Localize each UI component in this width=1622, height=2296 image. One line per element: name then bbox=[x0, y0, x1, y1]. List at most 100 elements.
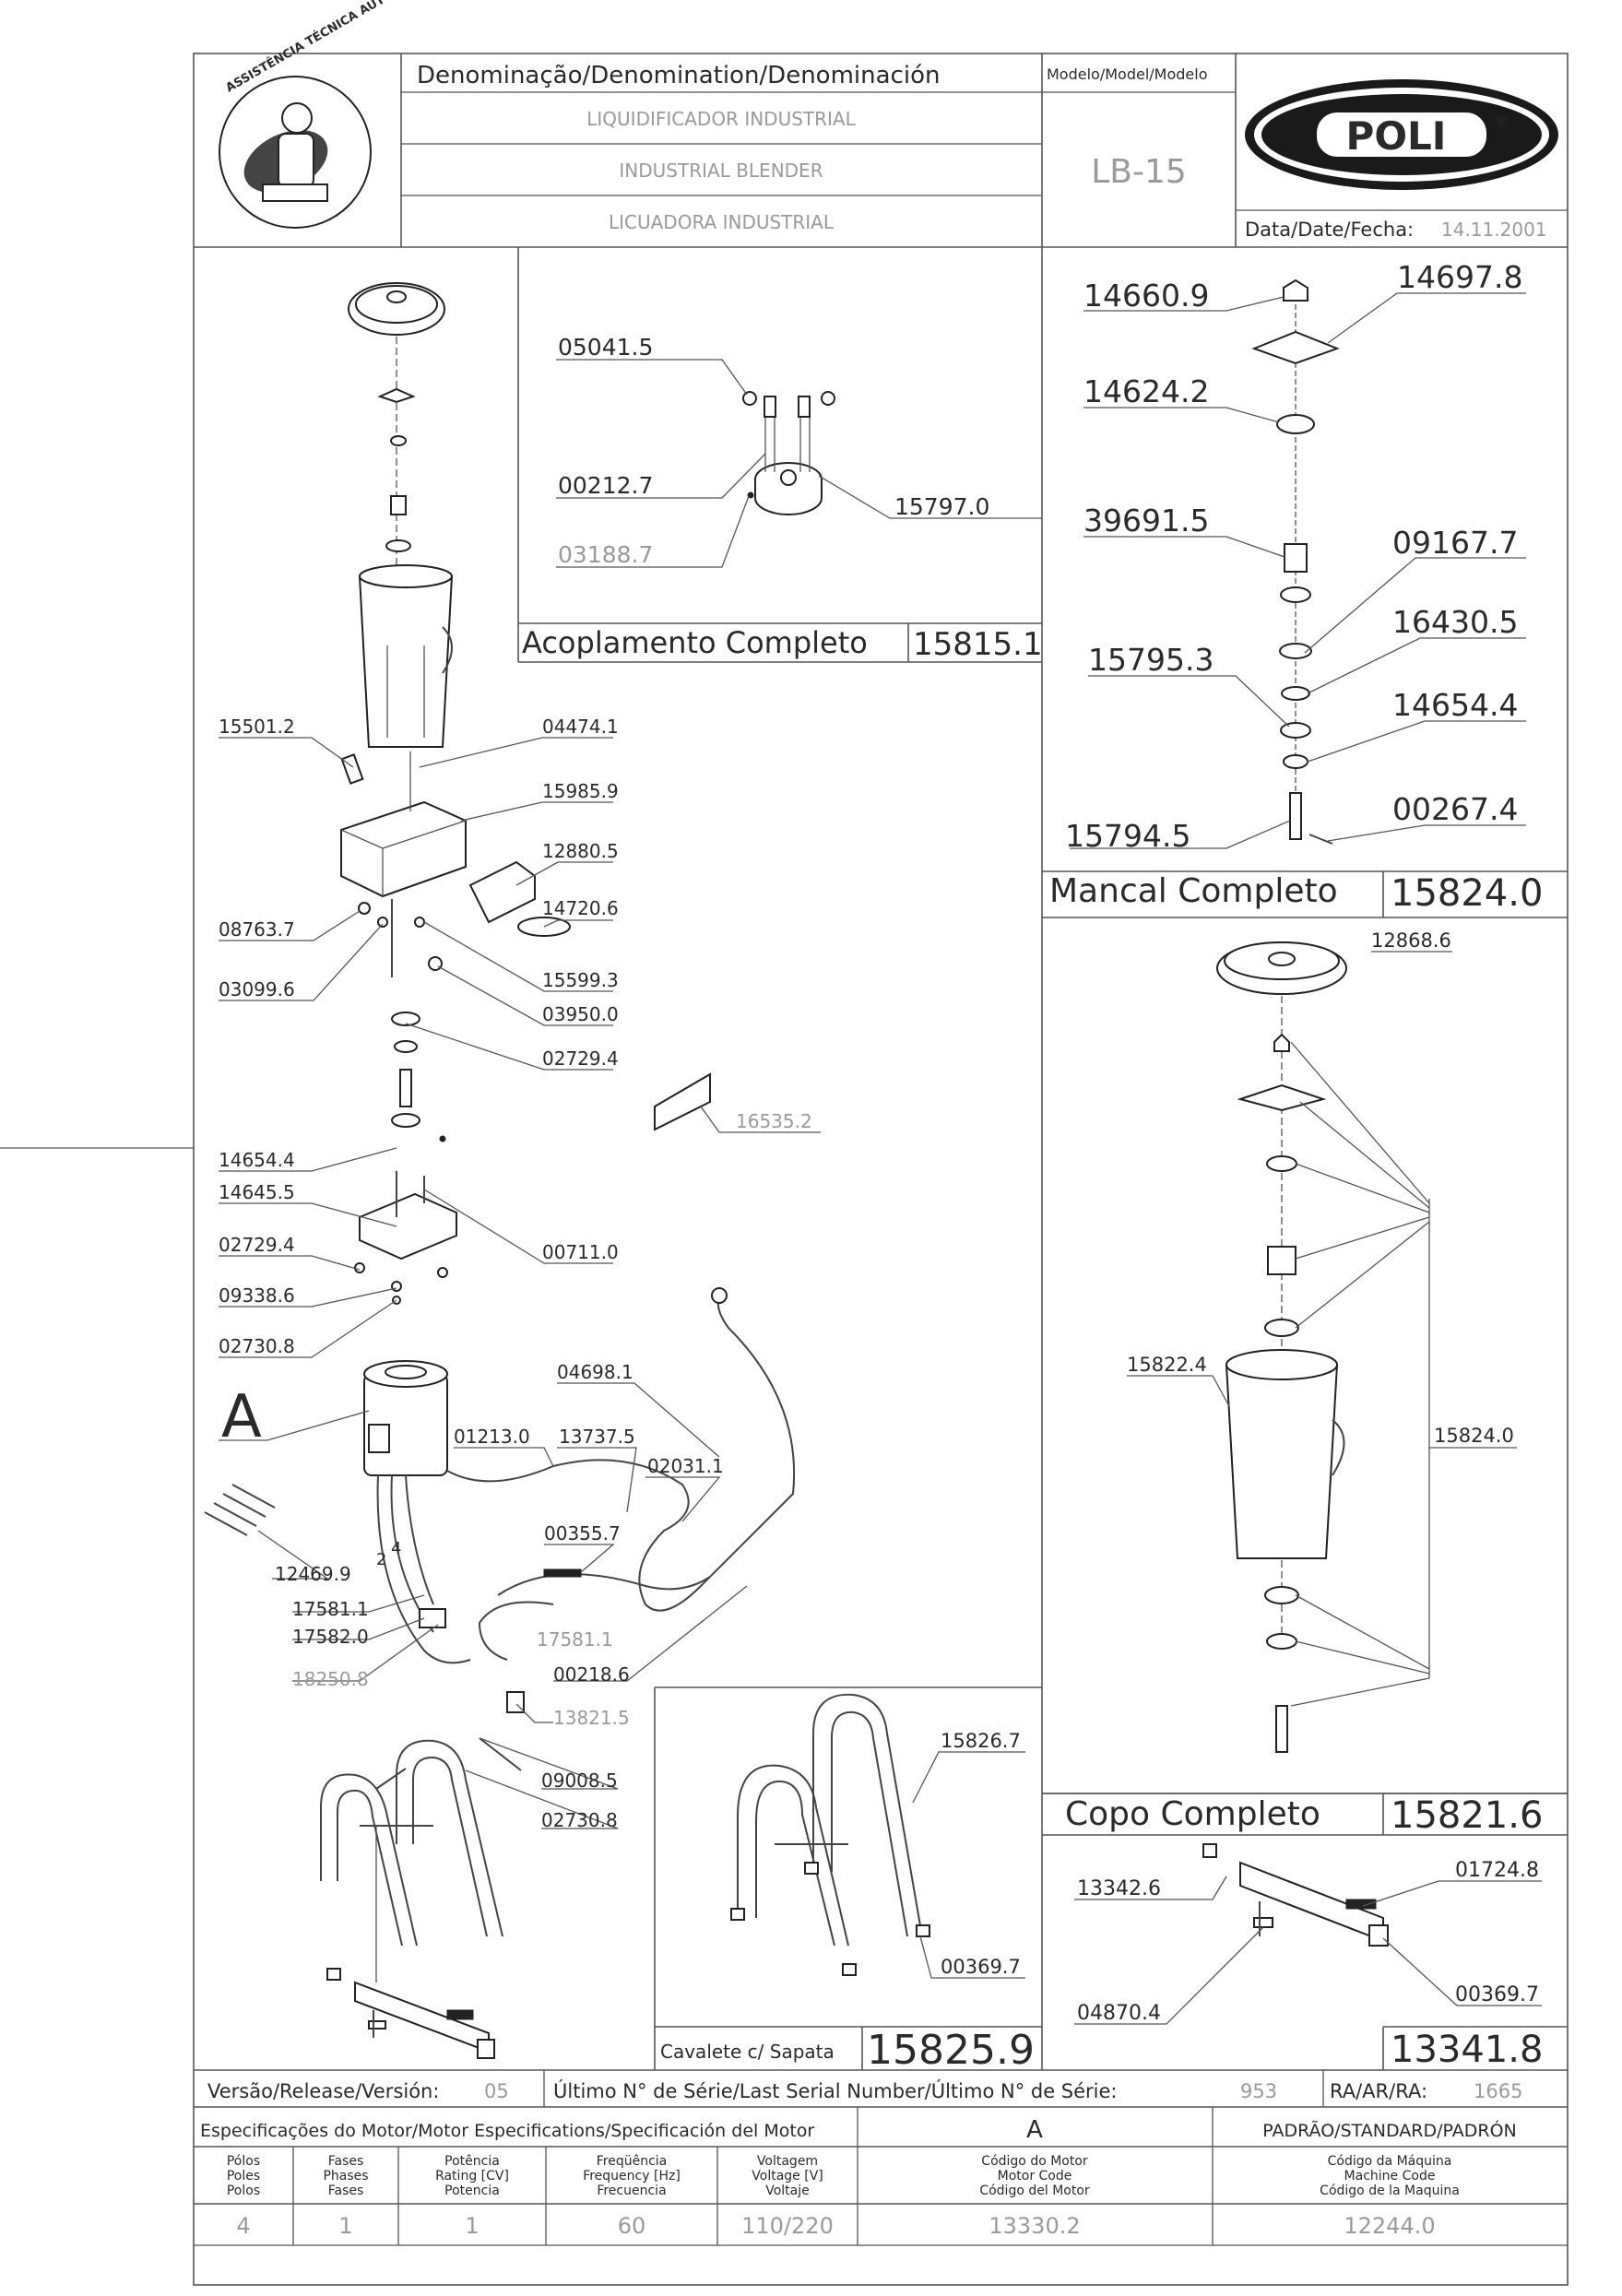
part-15797-0: 15797.0 bbox=[894, 493, 989, 520]
standard-label: PADRÃO/STANDARD/PADRÓN bbox=[1262, 2119, 1517, 2141]
base-code: 13341.8 bbox=[1391, 2029, 1543, 2071]
serial-label: Último N° de Série/Last Serial Number/Úl… bbox=[553, 2079, 1118, 2102]
part-17581-1: 17581.1 bbox=[292, 1598, 369, 1620]
part-00212-7: 00212.7 bbox=[558, 472, 653, 499]
col-machine-code-value: 12244.0 bbox=[1344, 2213, 1435, 2239]
col-rating-value: 1 bbox=[465, 2213, 479, 2239]
part-02730-8-lower: 02730.8 bbox=[541, 1809, 618, 1831]
mancal-drawing bbox=[1070, 278, 1526, 849]
part-17581-1-grey: 17581.1 bbox=[537, 1628, 613, 1651]
part-14645-5: 14645.5 bbox=[219, 1181, 295, 1203]
part-09338-6: 09338.6 bbox=[219, 1284, 295, 1307]
col-motor-code-line-3: Código del Motor bbox=[979, 2184, 1090, 2198]
col-rating-line-1: Potência bbox=[444, 2154, 500, 2169]
part-15795-3: 15795.3 bbox=[1088, 642, 1214, 678]
part-14720-6: 14720.6 bbox=[542, 897, 619, 919]
part-14624-2: 14624.2 bbox=[1083, 373, 1209, 409]
main-exploded-drawing bbox=[204, 282, 821, 2059]
part-09167-7: 09167.7 bbox=[1392, 525, 1518, 561]
part-13737-5: 13737.5 bbox=[559, 1426, 635, 1448]
model-value: LB-15 bbox=[1091, 153, 1187, 191]
col-rating-line-2: Rating [CV] bbox=[435, 2169, 509, 2184]
part-02031-1: 02031.1 bbox=[647, 1455, 724, 1477]
col-voltage-line-3: Voltaje bbox=[765, 2184, 810, 2198]
mancal-title: Mancal Completo bbox=[1049, 872, 1338, 910]
col-frequency-line-2: Frequency [Hz] bbox=[583, 2169, 681, 2184]
part-14697-8: 14697.8 bbox=[1397, 259, 1522, 295]
product-name-pt: LIQUIDIFICADOR INDUSTRIAL bbox=[586, 108, 856, 130]
logo-ring-text: ASSISTÊNCIA TÉCNICA AUTORIZADA bbox=[223, 0, 440, 95]
wire-number-4: 4 bbox=[391, 1539, 401, 1558]
col-frequency-value: 60 bbox=[618, 2213, 646, 2239]
col-frequency-line-1: Freqüência bbox=[597, 2154, 668, 2169]
part-00369-7-base: 00369.7 bbox=[1455, 1983, 1539, 2006]
part-00218-6: 00218.6 bbox=[553, 1663, 630, 1686]
col-machine-code-line-2: Machine Code bbox=[1344, 2169, 1436, 2184]
part-18250-8: 18250.8 bbox=[292, 1668, 369, 1690]
date-label: Data/Date/Fecha: bbox=[1245, 219, 1414, 241]
col-poles-line-3: Polos bbox=[227, 2184, 260, 2198]
col-phases-line-2: Phases bbox=[323, 2169, 368, 2184]
part-00355-7: 00355.7 bbox=[544, 1522, 621, 1544]
part-39691-5: 39691.5 bbox=[1083, 503, 1209, 538]
motor-letter: A bbox=[1026, 2116, 1043, 2144]
acoplamento-title: Acoplamento Completo bbox=[522, 625, 868, 660]
part-09008-5: 09008.5 bbox=[541, 1769, 618, 1792]
ra-label: RA/AR/RA: bbox=[1330, 2080, 1427, 2102]
sheet-frame bbox=[0, 53, 1569, 2286]
part-03188-7: 03188.7 bbox=[558, 541, 653, 568]
col-machine-code-line-1: Código da Máquina bbox=[1328, 2154, 1452, 2169]
col-motor-code-line-1: Código do Motor bbox=[981, 2154, 1088, 2169]
part-08763-7: 08763.7 bbox=[219, 918, 295, 941]
part-02729-4-upper: 02729.4 bbox=[542, 1047, 619, 1070]
part-12868-6: 12868.6 bbox=[1371, 929, 1451, 952]
mancal-title-box bbox=[1042, 870, 1568, 917]
part-05041-5: 05041.5 bbox=[558, 334, 653, 361]
col-voltage-value: 110/220 bbox=[741, 2213, 834, 2239]
part-16535-2: 16535.2 bbox=[736, 1110, 812, 1132]
part-13821-5: 13821.5 bbox=[553, 1707, 630, 1729]
part-13342-6: 13342.6 bbox=[1077, 1877, 1161, 1900]
part-04870-4: 04870.4 bbox=[1077, 2002, 1161, 2025]
col-phases-value: 1 bbox=[338, 2213, 352, 2239]
part-02729-4-lower: 02729.4 bbox=[219, 1234, 295, 1256]
part-01213-0: 01213.0 bbox=[454, 1426, 530, 1448]
wire-number-2: 2 bbox=[376, 1550, 386, 1569]
cavalete-code: 15825.9 bbox=[867, 2027, 1035, 2074]
brand-name: POLI bbox=[1346, 113, 1447, 159]
part-17582-0: 17582.0 bbox=[292, 1626, 369, 1648]
base-code-box bbox=[1382, 2026, 1568, 2070]
model-label: Modelo/Model/Modelo bbox=[1047, 65, 1207, 83]
col-motor-code-line-2: Motor Code bbox=[998, 2169, 1072, 2184]
assistencia-logo: ASSISTÊNCIA TÉCNICA AUTORIZADA bbox=[219, 0, 440, 229]
part-14654-4-main: 14654.4 bbox=[219, 1149, 295, 1171]
part-16430-5: 16430.5 bbox=[1392, 604, 1518, 640]
part-15985-9: 15985.9 bbox=[542, 780, 619, 802]
part-03099-6: 03099.6 bbox=[219, 978, 295, 1000]
part-15824-0-copo: 15824.0 bbox=[1434, 1425, 1514, 1447]
version-label: Versão/Release/Versión: bbox=[207, 2080, 439, 2102]
part-15826-7: 15826.7 bbox=[941, 1730, 1021, 1752]
cavalete-drawing bbox=[730, 1693, 1025, 1979]
acoplamento-drawing bbox=[556, 359, 1042, 568]
part-04474-1: 04474.1 bbox=[542, 716, 619, 738]
col-poles-value: 4 bbox=[236, 2213, 250, 2239]
col-phases-line-3: Fases bbox=[328, 2184, 364, 2198]
part-15599-3: 15599.3 bbox=[542, 969, 619, 991]
acoplamento-code: 15815.1 bbox=[913, 626, 1043, 663]
copo-code: 15821.6 bbox=[1391, 1794, 1543, 1837]
part-12880-5: 12880.5 bbox=[542, 840, 619, 862]
brand-registered-mark: ® bbox=[1494, 113, 1509, 131]
part-03950-0: 03950.0 bbox=[542, 1003, 619, 1025]
col-voltage-line-1: Voltagem bbox=[757, 2154, 818, 2169]
motor-spec-label: Especificações do Motor/Motor Especifica… bbox=[200, 2121, 814, 2141]
product-name-en: INDUSTRIAL BLENDER bbox=[619, 160, 823, 182]
col-poles-line-2: Poles bbox=[227, 2169, 260, 2184]
cavalete-title-box bbox=[655, 2026, 1042, 2070]
base-bracket-drawing bbox=[1074, 1843, 1542, 2025]
part-02730-8-upper: 02730.8 bbox=[219, 1335, 295, 1357]
part-15822-4: 15822.4 bbox=[1127, 1354, 1207, 1376]
col-motor-code-value: 13330.2 bbox=[989, 2213, 1080, 2239]
copo-title-box bbox=[1042, 1793, 1568, 1836]
